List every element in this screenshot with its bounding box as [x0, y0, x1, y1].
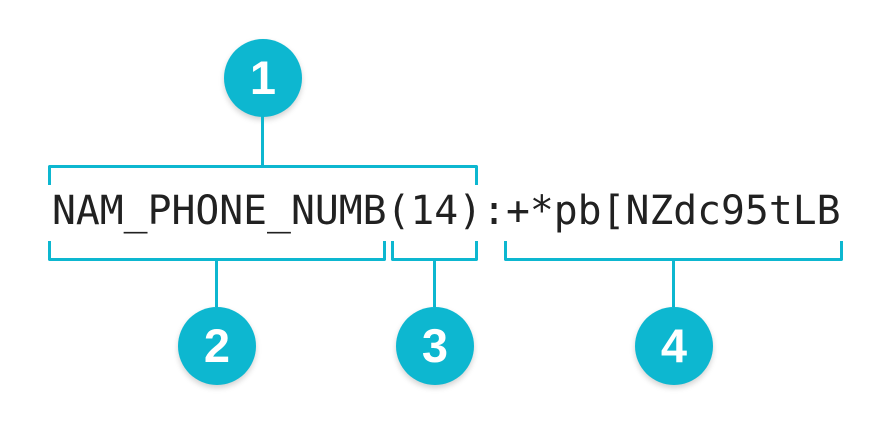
callout-1-number: 1 [249, 50, 277, 104]
callout-1-stem [261, 116, 264, 167]
callout-4-stem [672, 259, 675, 307]
callout-4-bracket [504, 241, 843, 261]
callout-2-stem [215, 259, 218, 307]
callout-2-badge: 2 [178, 307, 256, 385]
callout-2-number: 2 [203, 318, 231, 372]
callout-1-bracket [48, 165, 478, 185]
callout-4-number: 4 [660, 318, 688, 372]
callout-1-badge: 1 [224, 39, 302, 117]
callout-4-badge: 4 [635, 307, 713, 385]
code-text: NAM_PHONE_NUMB(14):+*pb[NZdc95tLB [52, 188, 841, 234]
callout-2-bracket [48, 241, 386, 261]
callout-3-stem [433, 259, 436, 307]
callout-3-badge: 3 [396, 307, 474, 385]
callout-3-bracket [391, 241, 478, 261]
callout-3-number: 3 [421, 318, 449, 372]
